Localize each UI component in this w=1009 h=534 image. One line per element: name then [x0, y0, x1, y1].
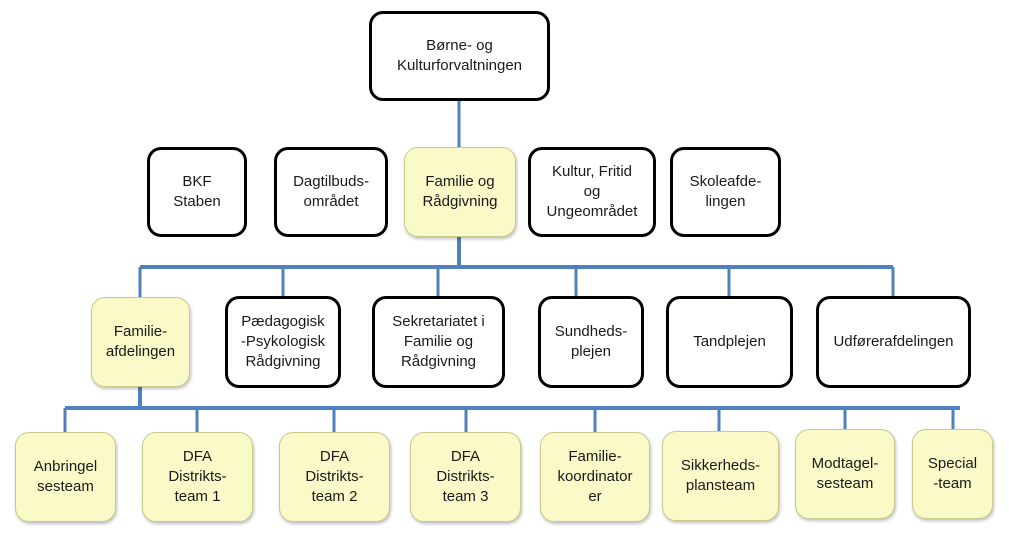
node-dagtilbudsomraadet[interactable]: Dagtilbuds- området	[274, 147, 388, 237]
node-specialteam[interactable]: Special -team	[912, 429, 993, 519]
node-kultur-fritid-ungeomraadet[interactable]: Kultur, Fritid og Ungeområdet	[528, 147, 656, 237]
node-anbringelsesteam[interactable]: Anbringel sesteam	[15, 432, 116, 522]
node-sekretariatet[interactable]: Sekretariatet i Familie og Rådgivning	[372, 296, 505, 388]
node-familiekoordinatorer[interactable]: Familie- koordinator er	[540, 432, 650, 522]
node-root[interactable]: Børne- og Kulturforvaltningen	[369, 11, 550, 101]
node-familie-og-raadgivning[interactable]: Familie og Rådgivning	[404, 147, 516, 237]
node-dfa-distriktsteam-3[interactable]: DFA Distrikts- team 3	[410, 432, 521, 522]
node-bkf-staben[interactable]: BKF Staben	[147, 147, 247, 237]
node-familieafdelingen[interactable]: Familie- afdelingen	[91, 297, 190, 387]
node-dfa-distriktsteam-1[interactable]: DFA Distrikts- team 1	[142, 432, 253, 522]
node-sundhedsplejen[interactable]: Sundheds- plejen	[538, 296, 644, 388]
node-modtagelsesteam[interactable]: Modtagel- sesteam	[795, 429, 895, 519]
node-skoleafdelingen[interactable]: Skoleafde- lingen	[670, 147, 781, 237]
node-tandplejen[interactable]: Tandplejen	[666, 296, 793, 388]
node-sikkerhedsplansteam[interactable]: Sikkerheds- plansteam	[662, 431, 779, 521]
node-ppr[interactable]: Pædagogisk -Psykologisk Rådgivning	[225, 296, 341, 388]
node-dfa-distriktsteam-2[interactable]: DFA Distrikts- team 2	[279, 432, 390, 522]
node-udfoererafdelingen[interactable]: Udførerafdelingen	[816, 296, 971, 388]
